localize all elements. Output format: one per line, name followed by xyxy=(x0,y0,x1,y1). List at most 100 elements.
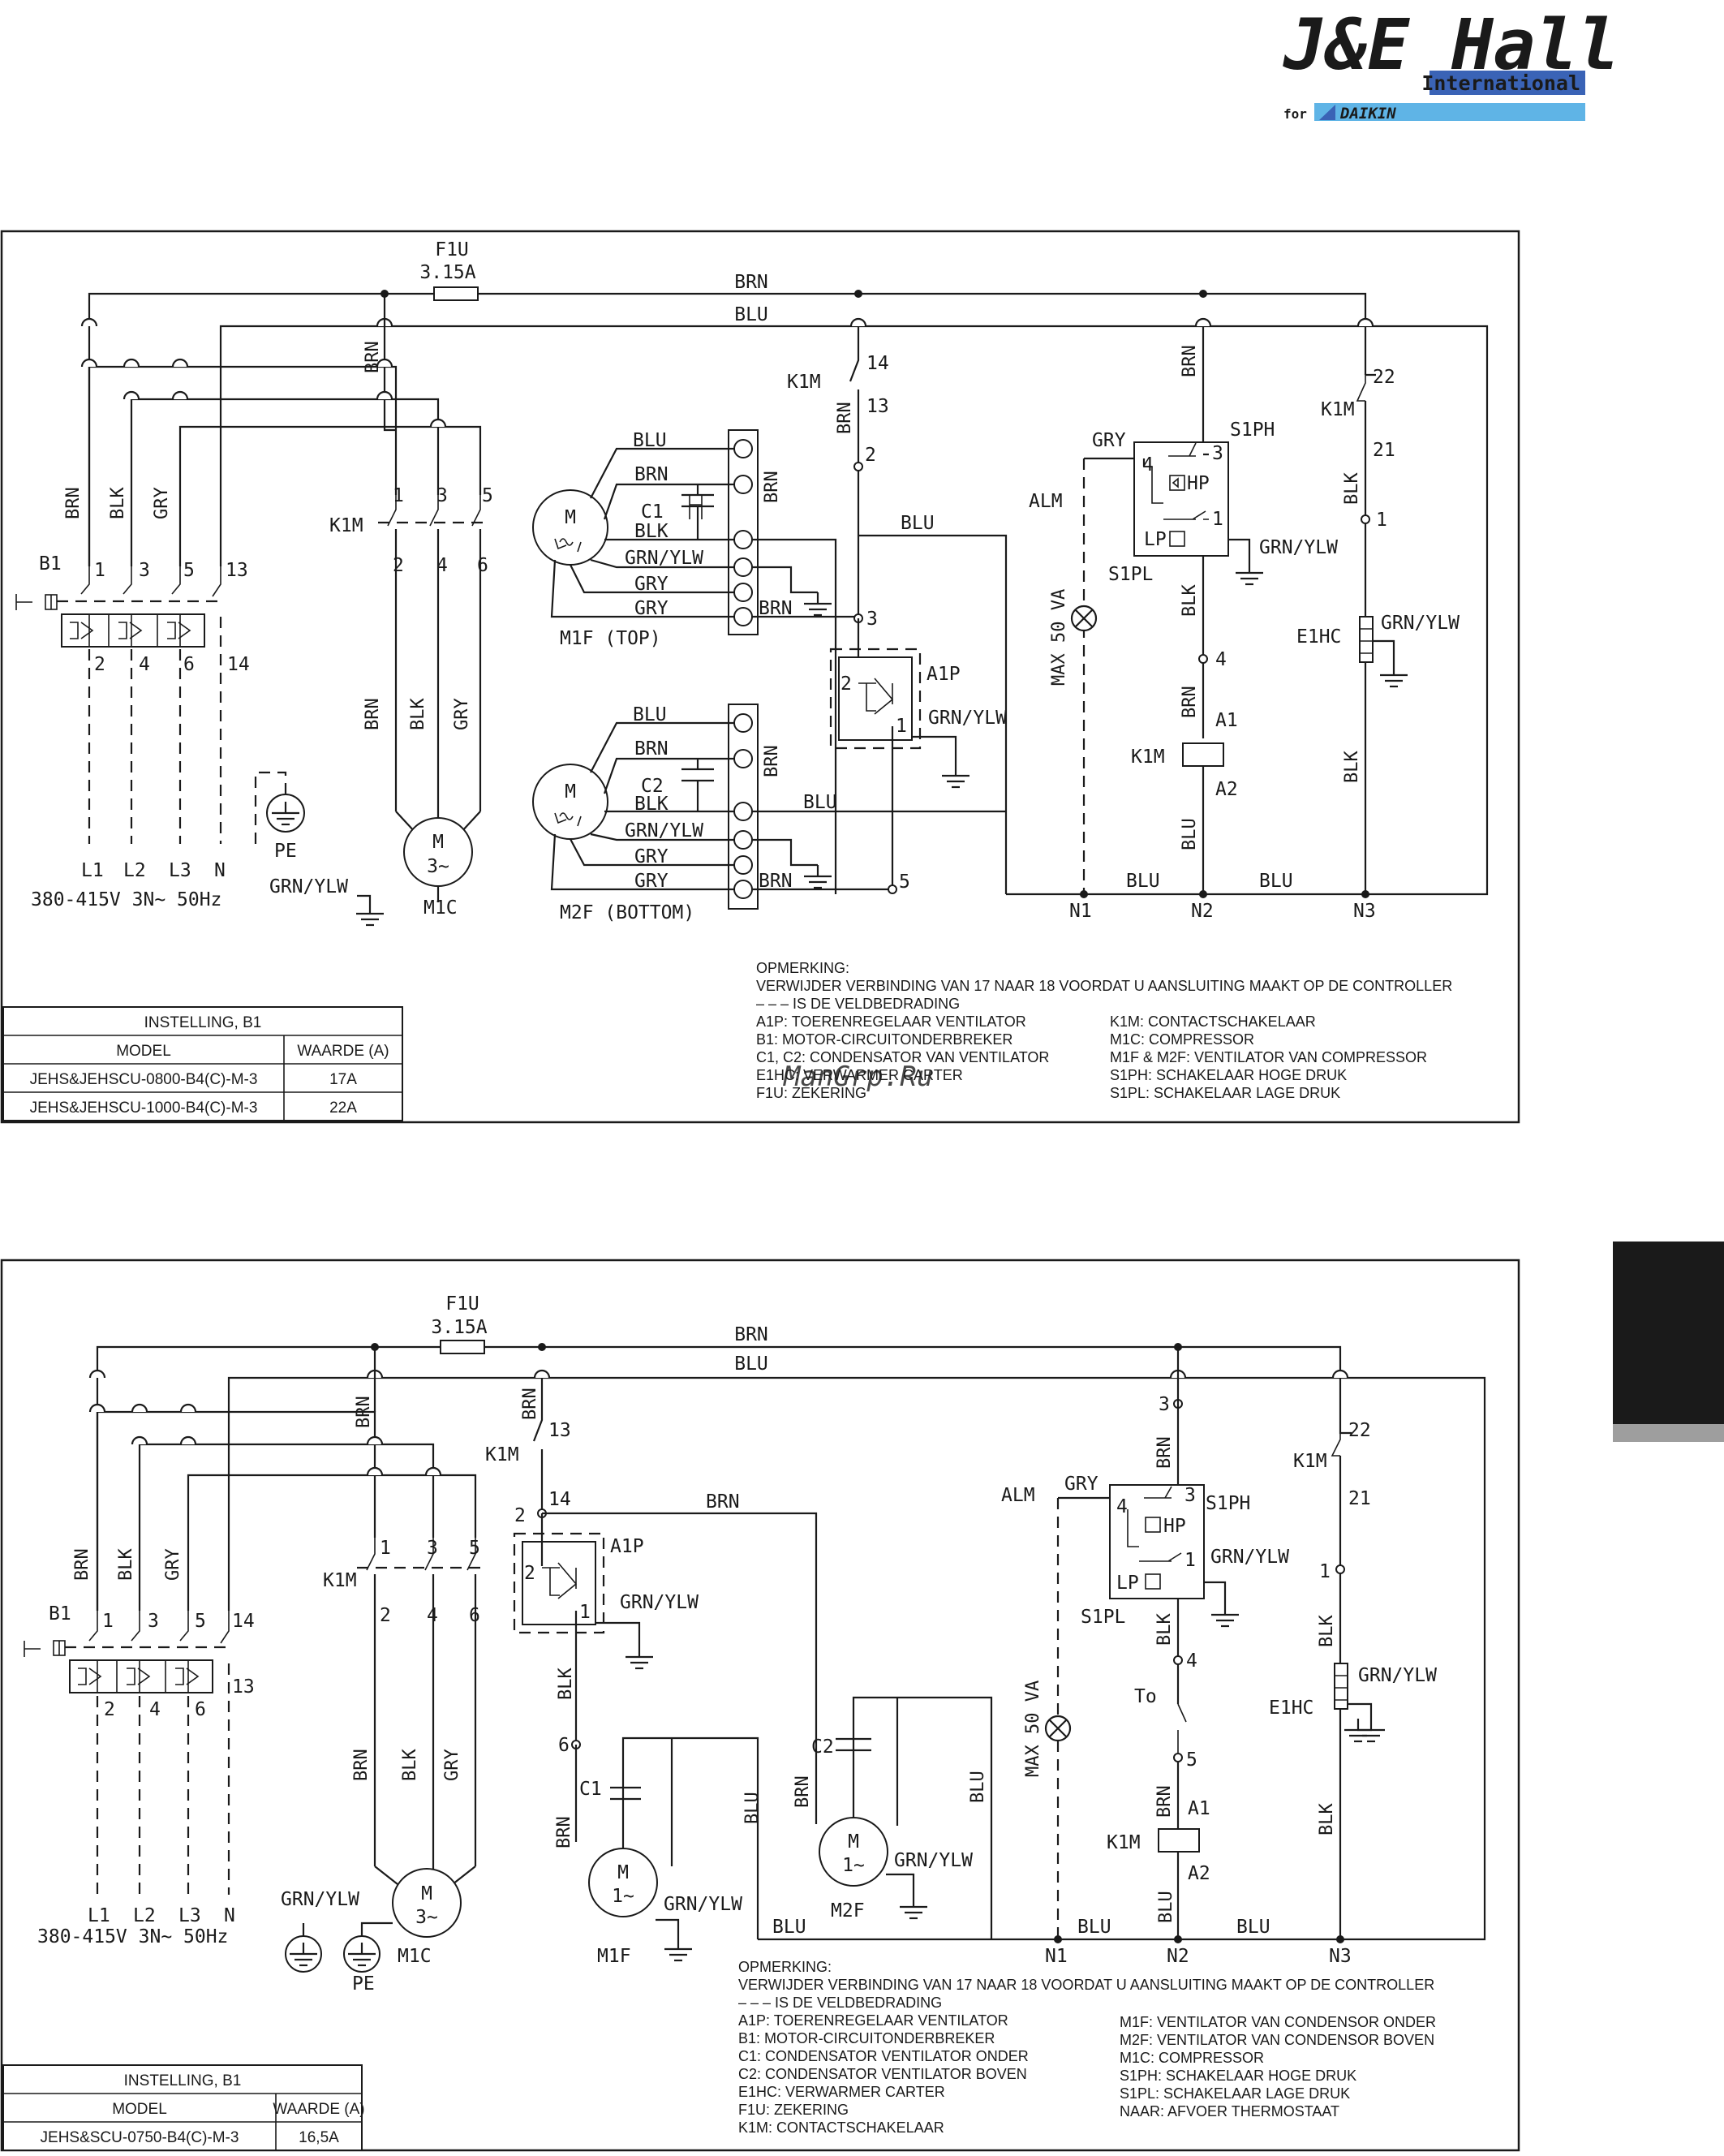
m1f-w-gry1: GRY xyxy=(634,574,669,595)
k1m2-coil-brn: BRN xyxy=(1154,1785,1175,1818)
a1p-pin5: 5 xyxy=(899,871,910,893)
m2f-label: M2F (BOTTOM) xyxy=(560,902,694,923)
s1ph2-pin3-top: 3 xyxy=(1159,1394,1170,1415)
fuse2-symbol xyxy=(440,1340,485,1354)
notes-left-4: F1U: ZEKERING xyxy=(756,1085,866,1101)
table2-r0-model: JEHS&SCU-0750-B4(C)-M-3 xyxy=(41,2129,239,2146)
a1p2-pin6: 6 xyxy=(558,1735,570,1756)
m1c2-label: M1C xyxy=(398,1946,432,1967)
k1m2-coil-blu: BLU xyxy=(1156,1891,1176,1923)
s1pl-label: S1PL xyxy=(1108,564,1153,585)
m1c2-brn-label: BRN xyxy=(351,1749,372,1781)
m1c2-blk-label: BLK xyxy=(400,1749,420,1781)
b1-t14: 14 xyxy=(227,654,250,675)
k1m-t1: 1 xyxy=(393,485,404,506)
k1m-a2: A2 xyxy=(1215,779,1238,800)
lp2-label: LP xyxy=(1116,1573,1139,1594)
e1hc-branch: 22 K1M 21 BLK 1 E1HC GRN/YLW BLK xyxy=(1296,341,1460,894)
m2f2-label: M2F xyxy=(831,1900,865,1921)
b1b-blk-label: BLK xyxy=(116,1548,136,1581)
k1m2-aux-a1p-fans: BRN 13 K1M 14 2 BRN 2 1 A1P GRN/YLW BLK … xyxy=(485,1378,993,1967)
table2-h-value: WAARDE (A) xyxy=(273,2101,364,2118)
diagram-top-frame xyxy=(0,230,1520,1124)
side-tab-shadow xyxy=(1613,1424,1724,1442)
b1-breaker-symbol xyxy=(15,566,221,648)
n-bus-blu2: BLU xyxy=(1259,871,1293,892)
m2f2-motor-icon xyxy=(819,1817,888,1887)
to-pin5: 5 xyxy=(1186,1749,1197,1771)
a1p2-pin2: 2 xyxy=(524,1563,535,1584)
m1f2-phase: 1~ xyxy=(612,1886,634,1907)
a1p-label: A1P xyxy=(926,664,961,685)
k1m2-nc-22: 22 xyxy=(1348,1420,1371,1441)
compressor2-m1c-icon xyxy=(392,1868,462,1938)
m1f2-c1: C1 xyxy=(579,1779,602,1800)
m2f-feed-brn: BRN xyxy=(706,1491,740,1513)
table-top-title: INSTELLING, B1 xyxy=(144,1014,262,1031)
b1-gry-label: GRY xyxy=(152,487,172,519)
k1m-aux-13: 13 xyxy=(866,396,889,417)
a1p2-grnylw: GRN/YLW xyxy=(620,1592,699,1613)
m2f-w-grnylw: GRN/YLW xyxy=(625,820,703,841)
b1-t2: 2 xyxy=(94,654,105,675)
fuse-symbol xyxy=(433,286,479,301)
s1ph2-s1pl-box xyxy=(1109,1484,1205,1599)
e1hc2-blk1: BLK xyxy=(1317,1615,1337,1647)
k1m2-main-label: K1M xyxy=(323,1570,357,1591)
k1m-aux-label: K1M xyxy=(787,372,821,393)
k1m-t4: 4 xyxy=(436,555,448,576)
m1f-w-gry2: GRY xyxy=(634,598,669,619)
e1hc2-label: E1HC xyxy=(1269,1698,1313,1719)
supply-voltage: 380-415V 3N~ 50Hz xyxy=(31,889,221,910)
k1m2-aux-13: 13 xyxy=(548,1420,571,1441)
m2f2-c2: C2 xyxy=(811,1736,834,1758)
b1-brn-label: BRN xyxy=(63,487,84,519)
b1b-t13: 13 xyxy=(232,1676,255,1698)
brand-logo: J&E Hall International for DAIKIN xyxy=(1283,5,1619,123)
mains2-l2: L2 xyxy=(133,1905,156,1926)
s1ph2-grnylw: GRN/YLW xyxy=(1210,1547,1289,1568)
e1hc-grnylw: GRN/YLW xyxy=(1381,613,1460,634)
fuse-label: F1U xyxy=(435,239,469,260)
e1hc-label: E1HC xyxy=(1296,626,1341,648)
b1b-breaker-symbol xyxy=(24,1611,230,1693)
notes-right-0: K1M: CONTACTSCHAKELAAR xyxy=(1110,1013,1316,1030)
notes-left-0: A1P: TOERENREGELAAR VENTILATOR xyxy=(756,1013,1026,1030)
m1f-out-brn: BRN xyxy=(759,598,793,619)
k1m2-nc-21: 21 xyxy=(1348,1488,1371,1509)
b1-label: B1 xyxy=(39,553,62,575)
m1c-brn-label: BRN xyxy=(363,698,383,730)
k1m-aux-2: 2 xyxy=(865,445,876,466)
k1m-coil-brn: BRN xyxy=(1180,686,1200,718)
alm2-max-va: MAX 50 VA xyxy=(1023,1680,1043,1777)
n-bus-blu1: BLU xyxy=(1126,871,1160,892)
notes-top: OPMERKING: VERWIJDER VERBINDING VAN 17 N… xyxy=(756,960,1452,1101)
mains2-l3: L3 xyxy=(178,1905,201,1926)
m1c-blk-label: BLK xyxy=(408,698,428,730)
brand-daikin: DAIKIN xyxy=(1339,105,1396,123)
notes2-line1: VERWIJDER VERBINDING VAN 17 NAAR 18 VOOR… xyxy=(738,1977,1434,1993)
k1m2-t1: 1 xyxy=(380,1538,391,1559)
pressure-switches-2: 3 BRN 3 4 1 S1PH HP LP S1PL GRN/YLW BLK … xyxy=(1081,1347,1289,1939)
bus-brn-label: BRN xyxy=(734,272,768,293)
m1f-right-brn: BRN xyxy=(762,471,782,503)
pe2-label: PE xyxy=(352,1973,375,1995)
a1p-blu-label: BLU xyxy=(901,513,935,534)
a1p2-label: A1P xyxy=(610,1536,644,1557)
b1b-t14: 14 xyxy=(232,1611,255,1632)
notes2-right-4: S1PL: SCHAKELAAR LAGE DRUK xyxy=(1120,2085,1350,2102)
e1hc-pin1: 1 xyxy=(1376,510,1387,531)
m1c-phase: 3~ xyxy=(427,856,449,877)
feed-brn-label: BRN xyxy=(363,341,383,373)
alm2-label: ALM xyxy=(1001,1485,1035,1506)
s1pl-pin4: 4 xyxy=(1215,649,1227,670)
b1-blk-label: BLK xyxy=(108,487,128,519)
b1b-t4: 4 xyxy=(149,1699,161,1720)
side-tab xyxy=(1613,1242,1724,1424)
notes-left-3: E1HC: VERWARMER CARTER xyxy=(756,1067,963,1083)
hp-label: HP xyxy=(1187,473,1210,494)
m1c2-phase: 3~ xyxy=(415,1907,438,1928)
setting-table-bottom: INSTELLING, B1 MODEL WAARDE (A) JEHS&SCU… xyxy=(2,2064,365,2151)
table-top-r0-model: JEHS&JEHSCU-0800-B4(C)-M-3 xyxy=(30,1071,258,1088)
m1f-m: M xyxy=(565,507,576,528)
